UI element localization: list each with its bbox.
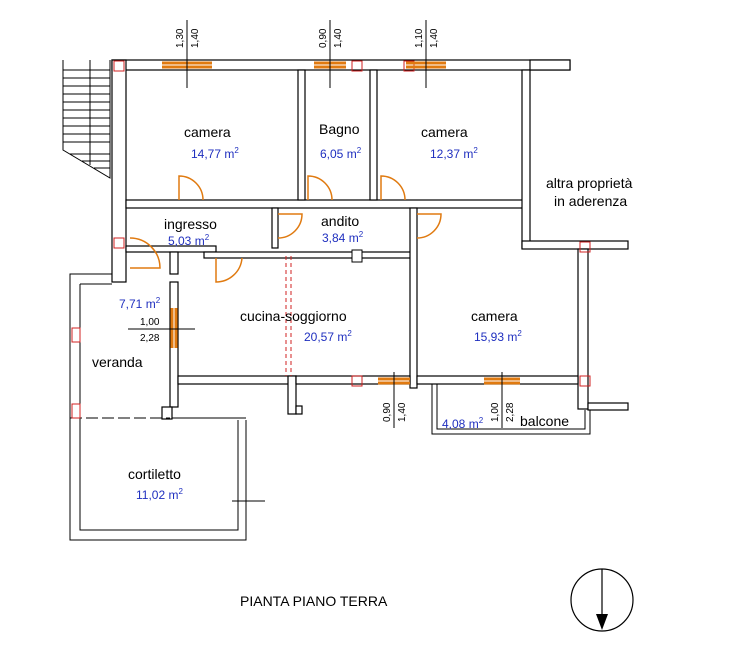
kitchen-window-height: 1,40 [397,402,408,422]
room-area-andito: 3,84 m2 [322,230,364,245]
staircase [62,60,111,179]
room-label-cucina-soggiorno: cucina-soggiorno [240,308,347,324]
north-arrow-icon [570,568,634,632]
room-label-balcone: balcone [520,413,569,429]
room-label-camera-1: camera [184,124,231,140]
room-area-cortiletto: 11,02 m2 [136,487,183,502]
top-left-height: 1,40 [190,28,201,48]
room-label-camera-2: camera [421,124,468,140]
room-label-ingresso: ingresso [164,216,217,232]
balcony-door-height: 2,28 [505,402,516,422]
veranda-door-height: 2,28 [140,333,160,344]
room-area-bagno: 6,05 m2 [320,146,362,161]
top-bagno-height: 1,40 [333,28,344,48]
room-area-camera-3: 15,93 m2 [474,329,522,344]
doors [129,175,442,283]
room-label-cortiletto: cortiletto [128,466,181,482]
balcone-outline [431,384,591,435]
partition-dashed [285,256,292,376]
walls [111,59,629,420]
room-area-balcone: 4,08 m2 [442,416,484,431]
plan-title: PIANTA PIANO TERRA [240,593,388,609]
top-right-height: 1,40 [429,28,440,48]
room-label-camera-3: camera [471,308,518,324]
room-label-bagno: Bagno [319,121,360,137]
balcony-door-width: 1,00 [490,402,501,422]
top-left-width: 1,30 [175,28,186,48]
kitchen-window-width: 0,90 [382,402,393,422]
veranda-door-width: 1,00 [140,317,160,328]
dimension-marks [128,20,503,428]
room-area-camera-1: 14,77 m2 [191,146,239,161]
room-area-ingresso: 5,03 m2 [168,233,210,248]
room-area-cucina-soggiorno: 20,57 m2 [304,329,352,344]
room-label-andito: andito [321,213,359,229]
top-right-width: 1,10 [414,28,425,48]
top-bagno-width: 0,90 [318,28,329,48]
room-area-camera-2: 12,37 m2 [430,146,478,161]
room-label-veranda: veranda [92,354,143,370]
other-property-line-1: altra proprietà [546,175,633,191]
room-area-veranda: 7,71 m2 [119,296,161,311]
other-property-line-2: in aderenza [554,193,627,209]
